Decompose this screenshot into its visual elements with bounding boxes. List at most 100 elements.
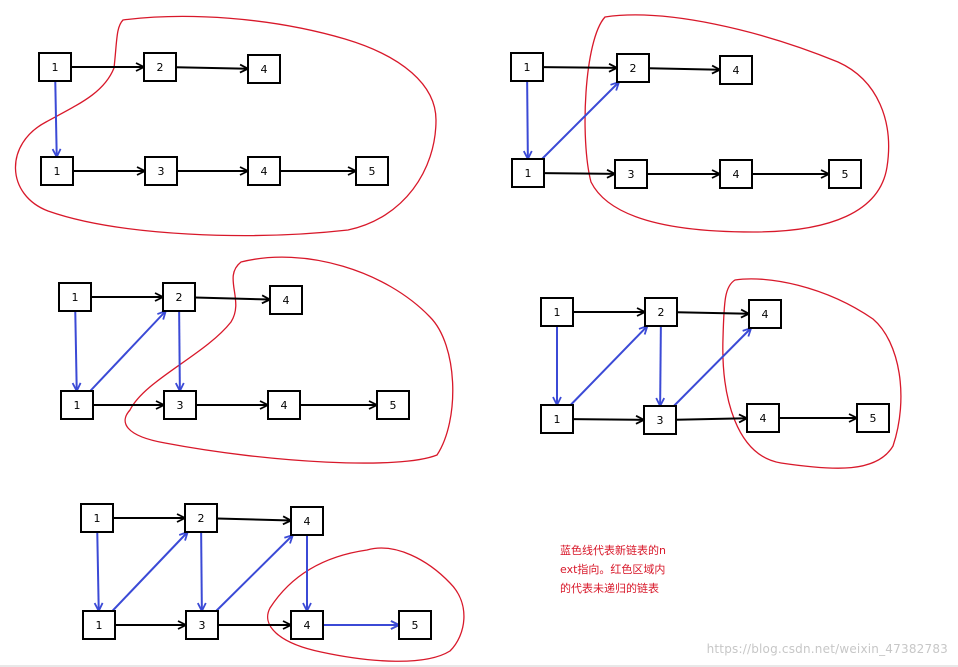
original-next-arrow-a2-to-a4 <box>216 518 291 520</box>
list-node-a4: 4 <box>269 285 303 315</box>
original-next-arrow-a2-to-a4 <box>648 68 720 69</box>
node-box <box>163 390 197 420</box>
unrecursed-region-step-1 <box>14 15 437 237</box>
diagram-step-2: 1 2 4 1 3 4 5 <box>510 14 890 233</box>
list-node-a1: 1 <box>540 297 574 327</box>
node-box <box>355 156 389 186</box>
node-label: 4 <box>281 399 288 412</box>
node-box <box>80 503 114 533</box>
list-node-a1: 1 <box>80 503 114 533</box>
node-label: 1 <box>74 399 81 412</box>
node-box <box>746 403 780 433</box>
original-next-arrow-a2-to-a4 <box>194 297 270 299</box>
node-box <box>828 159 862 189</box>
list-node-a4: 4 <box>290 506 324 536</box>
list-node-a4: 4 <box>247 54 281 84</box>
node-box <box>614 159 648 189</box>
node-label: 4 <box>261 63 268 76</box>
node-label: 1 <box>524 61 531 74</box>
list-node-b1: 1 <box>60 390 94 420</box>
list-node-b3: 3 <box>614 159 648 189</box>
node-box <box>162 282 196 312</box>
node-box <box>267 390 301 420</box>
node-label: 3 <box>657 414 664 427</box>
node-box <box>144 156 178 186</box>
node-label: 3 <box>177 399 184 412</box>
list-node-a2: 2 <box>143 52 177 82</box>
node-box <box>719 159 753 189</box>
list-node-b5: 5 <box>828 159 862 189</box>
list-node-b3: 3 <box>163 390 197 420</box>
list-node-b5: 5 <box>398 610 432 640</box>
node-box <box>143 52 177 82</box>
new-list-next-arrow-b1-to-a2 <box>111 532 187 612</box>
list-node-b4: 4 <box>247 156 281 186</box>
node-label: 1 <box>554 413 561 426</box>
node-box <box>247 156 281 186</box>
unrecursed-region-step-3 <box>124 256 454 464</box>
node-label: 3 <box>628 168 635 181</box>
list-node-b4: 4 <box>719 159 753 189</box>
node-label: 4 <box>760 412 767 425</box>
node-box <box>58 282 92 312</box>
node-label: 2 <box>630 62 637 75</box>
node-label: 4 <box>304 515 311 528</box>
node-label: 1 <box>525 167 532 180</box>
node-box <box>719 55 753 85</box>
new-list-next-arrow-a2-to-b3 <box>201 531 202 611</box>
list-node-a2: 2 <box>644 297 678 327</box>
list-node-b3: 3 <box>144 156 178 186</box>
new-list-next-arrow-b3-to-a4 <box>215 535 293 612</box>
node-box <box>269 285 303 315</box>
node-box <box>376 390 410 420</box>
node-label: 3 <box>199 619 206 632</box>
node-box <box>511 158 545 188</box>
list-node-b1: 1 <box>82 610 116 640</box>
node-box <box>398 610 432 640</box>
list-node-b4: 4 <box>746 403 780 433</box>
node-label: 4 <box>283 294 290 307</box>
list-node-a1: 1 <box>38 52 72 82</box>
new-list-next-arrow-a1-to-b1 <box>55 80 56 157</box>
new-list-next-arrow-b1-to-a2 <box>569 326 648 406</box>
new-list-next-arrow-a1-to-b1 <box>97 531 98 611</box>
diagram-step-1: 1 2 4 1 3 4 5 <box>14 15 437 237</box>
node-box <box>60 390 94 420</box>
node-box <box>748 299 782 329</box>
list-node-b1: 1 <box>540 404 574 434</box>
node-box <box>643 405 677 435</box>
original-next-arrow-b3-to-b4 <box>675 418 747 419</box>
diagram-step-4: 1 2 4 1 3 4 5 <box>540 278 902 469</box>
node-label: 1 <box>94 512 101 525</box>
node-label: 2 <box>198 512 205 525</box>
original-next-arrow-a2-to-a4 <box>676 312 749 313</box>
footer-divider <box>0 665 958 667</box>
node-box <box>510 52 544 82</box>
legend-text: 蓝色线代表新链表的next指向。红色区域内的代表未递归的链表 <box>560 544 666 595</box>
node-label: 2 <box>658 306 665 319</box>
node-label: 1 <box>72 291 79 304</box>
node-label: 4 <box>762 308 769 321</box>
new-list-next-arrow-b1-to-a2 <box>89 311 166 392</box>
original-next-arrow-b1-to-b3 <box>572 419 644 420</box>
node-label: 2 <box>157 61 164 74</box>
watermark-text: https://blog.csdn.net/weixin_47382783 <box>706 642 948 656</box>
node-label: 3 <box>158 165 165 178</box>
list-node-a2: 2 <box>616 53 650 83</box>
original-next-arrow-a1-to-a2 <box>542 67 617 68</box>
node-box <box>184 503 218 533</box>
node-label: 1 <box>554 306 561 319</box>
unrecursed-region-step-5 <box>267 547 465 662</box>
list-node-a2: 2 <box>162 282 196 312</box>
node-label: 5 <box>412 619 419 632</box>
node-box <box>644 297 678 327</box>
list-node-b1: 1 <box>40 156 74 186</box>
node-label: 5 <box>842 168 849 181</box>
node-box <box>540 404 574 434</box>
list-node-b5: 5 <box>856 403 890 433</box>
list-node-a4: 4 <box>719 55 753 85</box>
list-node-b5: 5 <box>355 156 389 186</box>
node-box <box>290 506 324 536</box>
